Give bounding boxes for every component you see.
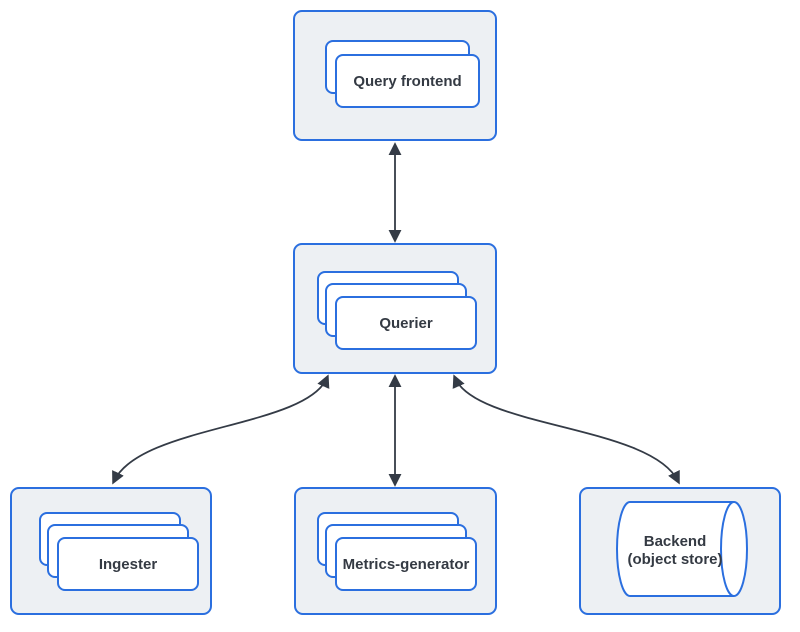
node-ingester: Ingester <box>10 487 212 615</box>
edge-querier-ingester-arrow <box>112 374 330 485</box>
ingester-label: Ingester <box>98 555 158 573</box>
node-backend: Backend (object store) <box>579 487 781 615</box>
backend-label-line1: Backend <box>643 533 707 550</box>
edge-querier-backend-arrow <box>452 374 680 485</box>
ingester-card: Ingester <box>57 537 199 591</box>
metrics-generator-label: Metrics-generator <box>342 555 470 573</box>
querier-card: Querier <box>335 296 477 350</box>
metrics-generator-card: Metrics-generator <box>335 537 477 591</box>
query-frontend-card: Query frontend <box>335 54 480 108</box>
node-query-frontend: Query frontend <box>293 10 497 141</box>
backend-cylinder-shape <box>616 501 748 597</box>
querier-label: Querier <box>379 314 433 332</box>
backend-label-line2: (object store) <box>627 551 723 568</box>
backend-label: Backend (object store) <box>605 533 745 569</box>
node-metrics-generator: Metrics-generator <box>294 487 497 615</box>
query-frontend-label: Query frontend <box>353 72 462 90</box>
node-querier: Querier <box>293 243 497 374</box>
